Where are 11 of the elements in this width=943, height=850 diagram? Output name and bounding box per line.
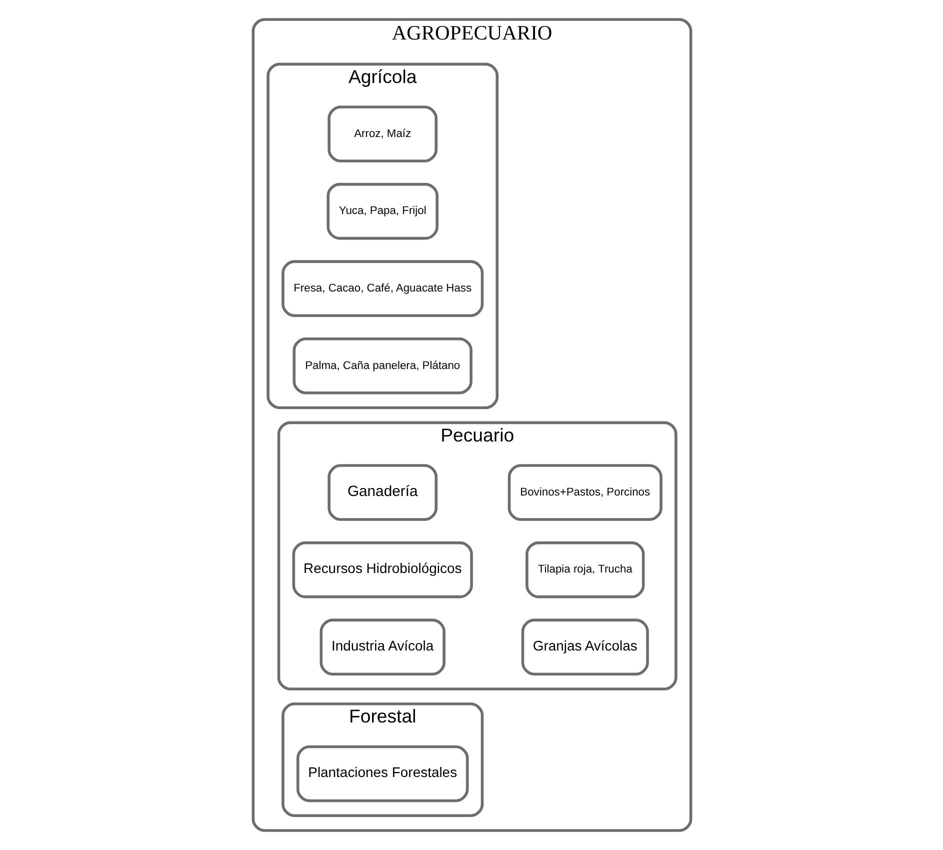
node-box: Plantaciones Forestales xyxy=(296,745,468,802)
node-box: Ganadería xyxy=(327,464,438,521)
node-box: Industria Avícola xyxy=(319,618,445,676)
node-box: Tilapia roja, Trucha xyxy=(525,541,644,598)
node-box: Fresa, Cacao, Café, Aguacate Hass xyxy=(281,260,484,317)
node-box: Yuca, Papa, Frijol xyxy=(326,182,438,240)
node-box: Recursos Hidrobiológicos xyxy=(292,541,472,598)
node-box: Bovinos+Pastos, Porcinos xyxy=(507,464,662,521)
node-box: Granjas Avícolas xyxy=(520,618,648,676)
node-box: Arroz, Maíz xyxy=(327,106,438,162)
node-box: Palma, Caña panelera, Plátano xyxy=(292,337,472,394)
